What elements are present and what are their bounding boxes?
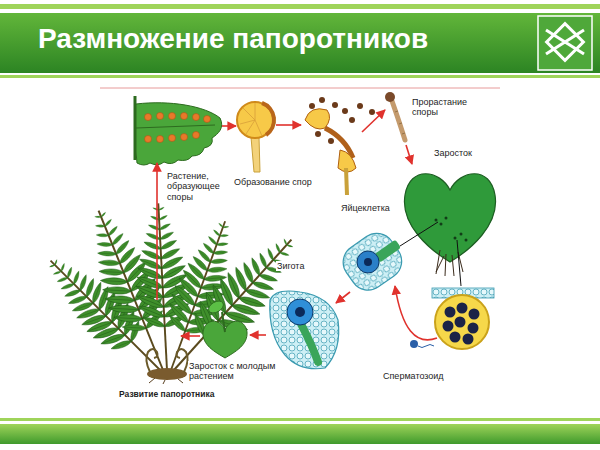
stage-label: Заросток с молодым растением [188,361,286,382]
antheridium [432,288,494,349]
logo [538,16,592,70]
stage-label: Образование спор [233,177,313,187]
archegonium [336,224,412,297]
open-sporangium [305,97,375,195]
stage-label: Заросток [433,148,473,158]
stage-label: Зигота [276,261,305,271]
cycle-arrows [157,110,437,340]
footer-band [0,418,600,444]
stage-label: Яйцеклетка [340,203,391,213]
slide-title: Размножение папоротников [38,23,428,55]
fern-plant [32,200,313,390]
young-plant [203,299,247,358]
frame-line [100,88,500,89]
stage-label: Прорастание споры [411,97,469,118]
leaf-with-sori [135,96,222,165]
sperm-cell [410,340,434,348]
zygote [270,291,339,369]
header-band [0,4,600,78]
sporangium [237,102,274,172]
stage-label: Растение, образующее споры [166,171,232,202]
figure-caption: Развитие папоротника [118,389,215,399]
germinating-spore [385,92,405,140]
prothallus [400,174,496,286]
stage-label: Сперматозоид [382,371,445,381]
